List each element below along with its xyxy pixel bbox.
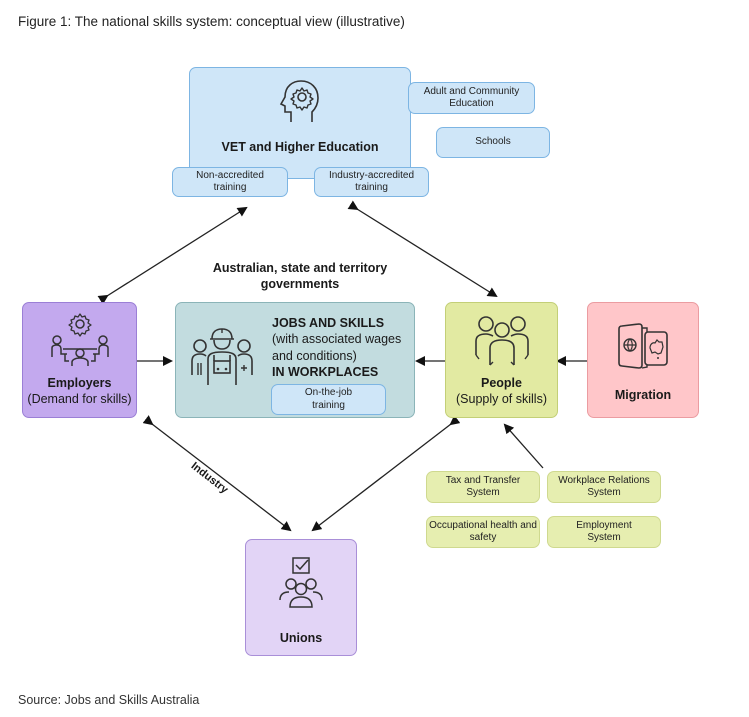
schools-label: Schools [475,136,511,148]
system-box: Workplace Relations System [547,471,661,503]
arrow-employers-unions [142,415,292,532]
head-gear-icon [279,80,319,122]
figure-title: Figure 1: The national skills system: co… [18,14,405,29]
arrow-people-unions [311,415,461,532]
employers-box: Employers (Demand for skills) [22,302,137,418]
industry-accredited-training-box: Industry-accredited training [314,167,429,197]
union-checkbox-icon [279,557,323,608]
workplaces-heading: JOBS AND SKILLS [272,316,385,330]
workers-icon [191,328,253,385]
arrow-education-people [347,200,498,298]
unions-box: Unions [245,539,357,656]
schools-box: Schools [436,127,550,158]
system-label: Tax and Transfer System [445,474,521,499]
education-box: VET and Higher Education [189,67,411,179]
system-label: Occupational health and safety [429,519,537,544]
arrow-systems-people [503,423,544,469]
team-gear-icon [50,313,109,366]
on-the-job-training-box: On-the-job training [271,384,386,415]
non-accredited-training-label: Non-accredited training [196,169,264,194]
migration-box: Migration [587,302,699,418]
people-subtitle: (Supply of skills) [456,392,547,407]
system-box: Employment System [547,516,661,548]
system-label: Workplace Relations System [558,474,650,499]
education-title: VET and Higher Education [221,140,379,154]
workplaces-box: JOBS AND SKILLS (with associated wages a… [175,302,415,418]
people-group-icon [474,316,529,366]
system-label: Employment System [576,519,632,544]
system-box: Tax and Transfer System [426,471,540,503]
adult-community-education-label: Adult and Community Education [423,85,520,110]
on-the-job-training-label: On-the-job training [304,387,353,411]
migration-title: Migration [614,388,672,402]
figure-source: Source: Jobs and Skills Australia [18,693,200,707]
people-box: People (Supply of skills) [445,302,558,418]
workplaces-wages-note: (with associated wages and conditions) [272,332,402,363]
system-box: Occupational health and safety [426,516,540,548]
employers-title: Employers [47,376,112,390]
arrow-employers-education [97,206,248,305]
adult-community-education-box: Adult and Community Education [408,82,535,114]
industry-accredited-training-label: Industry-accredited training [328,169,415,194]
governments-label: Australian, state and territory governme… [212,261,388,291]
passport-icon [618,323,668,369]
employers-subtitle: (Demand for skills) [27,392,132,407]
unions-title: Unions [279,631,323,645]
non-accredited-training-box: Non-accredited training [172,167,288,197]
people-title: People [481,376,522,390]
workplaces-subheading: IN WORKPLACES [272,364,379,379]
